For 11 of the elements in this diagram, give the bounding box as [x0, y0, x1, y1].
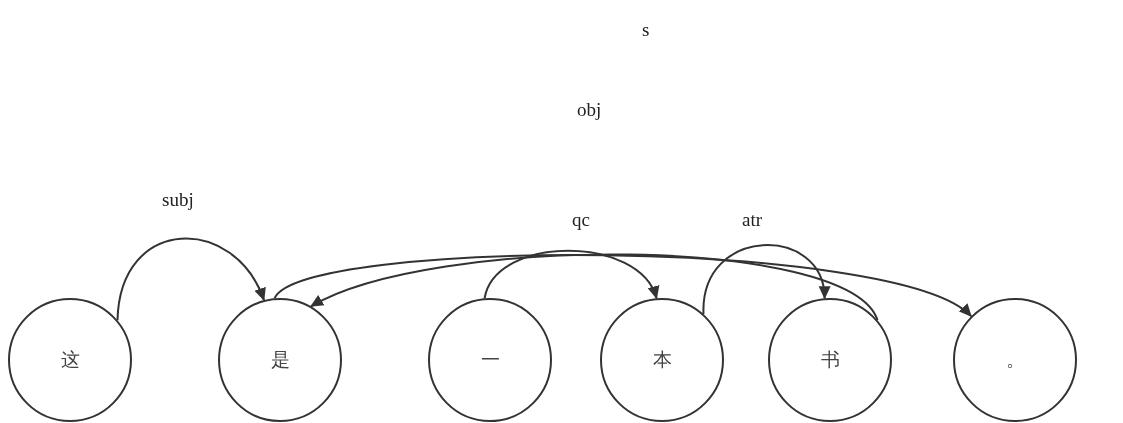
- word-circle: 本: [600, 298, 724, 422]
- arrow: [483, 249, 658, 300]
- word-circle: 。: [953, 298, 1077, 422]
- word-circle: 书: [768, 298, 892, 422]
- arrow: [116, 237, 265, 322]
- word-circle: 是: [218, 298, 342, 422]
- word-circle: 这: [8, 298, 132, 422]
- arrow: [273, 254, 973, 318]
- word-circle: 一: [428, 298, 552, 422]
- arrow: [702, 244, 829, 315]
- edge-label: subj: [160, 190, 196, 210]
